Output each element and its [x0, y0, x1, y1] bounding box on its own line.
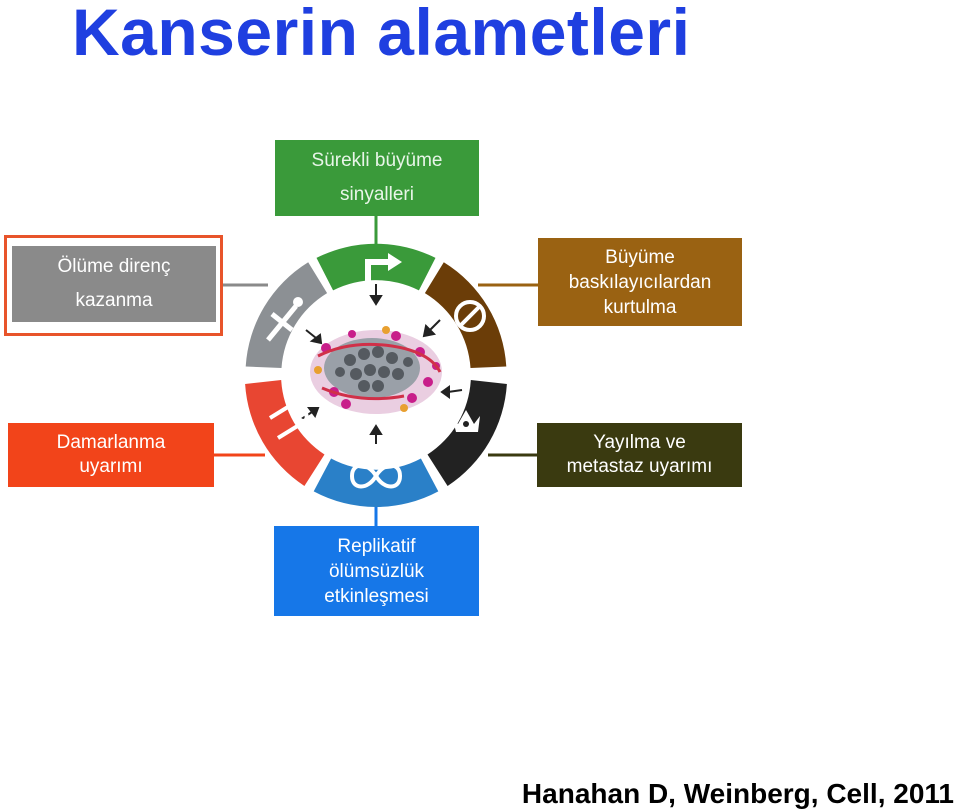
hallmark-label-line: ölümsüzlük	[328, 560, 425, 582]
hallmark-label-line: Replikatif	[337, 535, 416, 557]
hallmark-label-line: Ölüme direnç	[57, 256, 171, 277]
ring-segment-blue	[313, 458, 439, 508]
dagger-cross-icon	[266, 297, 303, 342]
hallmark-label-line: etkinleşmesi	[324, 585, 429, 607]
hallmark-label-line: metastaz uyarımı	[566, 456, 713, 477]
citation: Hanahan D, Weinberg, Cell, 2011	[521, 778, 954, 809]
page-title: Kanserin alametleri	[72, 0, 691, 69]
hallmark-resisting-cell-death: Ölüme direnç kazanma	[12, 246, 216, 322]
hallmark-sustained-signaling: Sürekli büyüme sinyalleri	[275, 140, 479, 216]
connector-lines	[214, 216, 538, 526]
hallmark-replicative-immortality: Replikatif ölümsüzlük etkinleşmesi	[274, 526, 479, 616]
hallmark-label-line: kazanma	[75, 290, 153, 311]
hallmark-invasion-metastasis: Yayılma ve metastaz uyarımı	[537, 423, 742, 487]
hallmark-label-line: sinyalleri	[340, 184, 414, 205]
ring-segment-brown	[424, 262, 507, 368]
spreading-cell-icon	[452, 410, 480, 432]
hallmark-label-line: Yayılma ve	[593, 432, 686, 453]
ring-segments	[245, 243, 507, 508]
hallmark-label-line: uyarımı	[79, 456, 143, 477]
ring-segment-green	[316, 243, 436, 291]
growth-arrow-icon	[365, 253, 402, 286]
infinity-icon	[349, 463, 403, 489]
no-entry-icon	[454, 300, 486, 332]
hallmark-label-line: Damarlanma	[56, 432, 166, 453]
hallmark-angiogenesis: Damarlanma uyarımı	[8, 423, 214, 487]
hallmark-label-line: kurtulma	[603, 296, 677, 318]
tumor-illustration	[310, 326, 442, 414]
hallmark-evading-growth-suppressors: Büyüme baskılayıcılardan kurtulma	[538, 238, 742, 326]
hallmark-label-line: baskılayıcılardan	[568, 271, 712, 293]
blood-vessel-icon	[268, 400, 309, 440]
hallmark-label-line: Büyüme	[605, 246, 675, 268]
ring-segment-black	[427, 380, 507, 486]
hallmark-label-line: Sürekli büyüme	[311, 150, 443, 171]
